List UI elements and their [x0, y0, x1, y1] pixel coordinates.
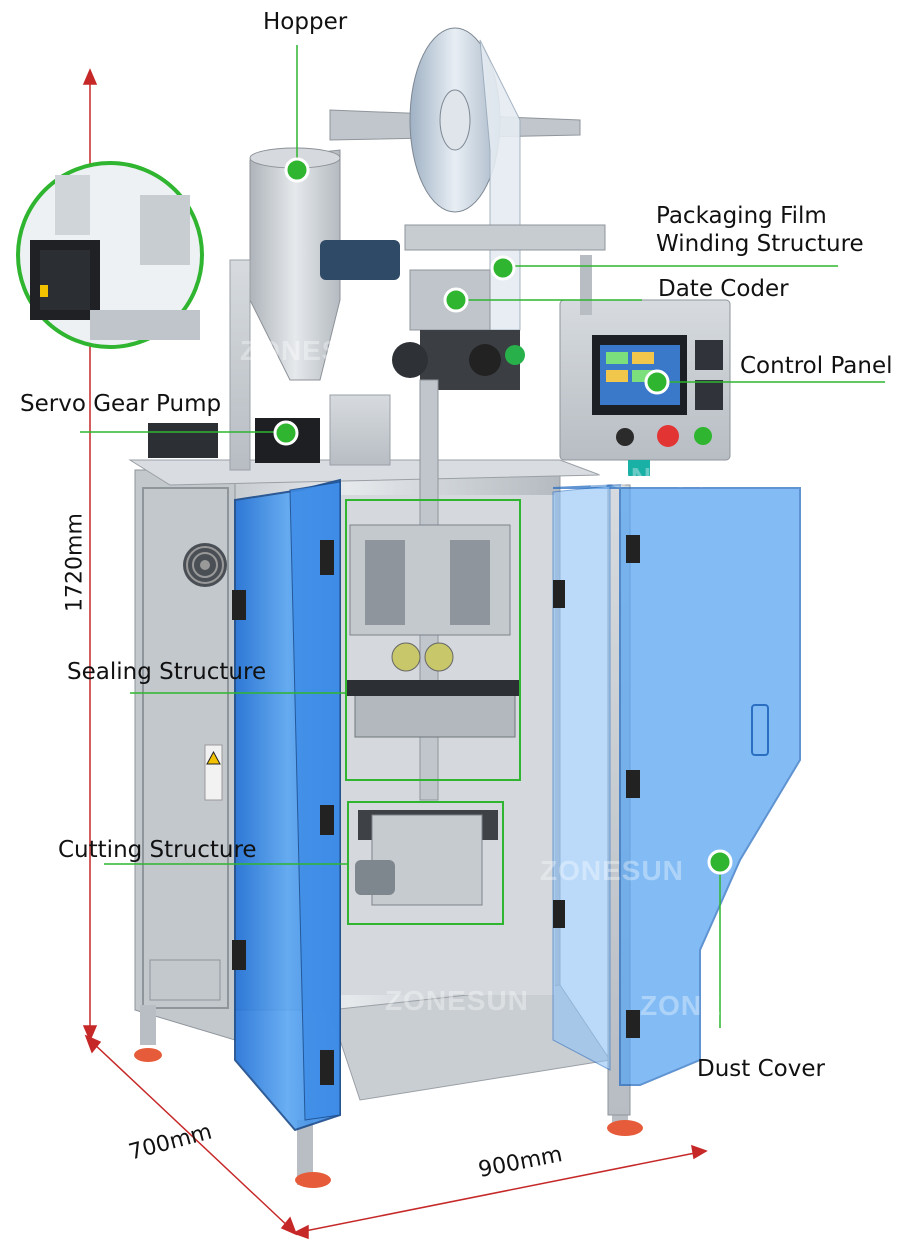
- fan-icon: [183, 543, 227, 587]
- label-packaging-film-line2: Winding Structure: [656, 231, 864, 257]
- callout-dot-icon: [644, 369, 670, 395]
- sealing-highlight-box: [345, 499, 521, 781]
- label-dust-cover: Dust Cover: [697, 1056, 825, 1082]
- label-hopper: Hopper: [263, 9, 348, 35]
- start-button-icon: [694, 427, 712, 445]
- hopper: [229, 147, 341, 471]
- label-date-coder: Date Coder: [658, 276, 789, 302]
- label-control-panel: Control Panel: [740, 353, 893, 379]
- callout-dot-icon: [490, 255, 516, 281]
- film-roll: [329, 27, 606, 331]
- label-servo-gear-pump: Servo Gear Pump: [20, 391, 222, 417]
- callout-dot-icon: [707, 849, 733, 875]
- label-sealing-structure: Sealing Structure: [67, 659, 267, 685]
- watermark: ZONESUN: [240, 335, 384, 366]
- depth-dimension-line: [84, 1034, 298, 1236]
- cutting-structure: [355, 810, 498, 906]
- callout-dot-icon: [443, 287, 469, 313]
- label-cutting-structure: Cutting Structure: [58, 837, 257, 863]
- selector-switch-icon: [616, 428, 634, 446]
- sealing-structure: [345, 524, 520, 738]
- width-dimension-line: [292, 1144, 708, 1240]
- stop-button-icon: [657, 425, 679, 447]
- height-dimension-label: 1720mm: [62, 513, 88, 612]
- cutting-highlight-box: [347, 801, 504, 925]
- callout-lines: [80, 45, 885, 1028]
- control-panel: [559, 255, 731, 476]
- callout-dot-icon: [284, 157, 310, 183]
- warning-icon: [204, 744, 223, 801]
- motor: [320, 240, 525, 390]
- inset-detail-circle: [16, 161, 204, 349]
- left-dust-cover-door: [232, 478, 341, 1132]
- watermark: ZONESUN: [590, 462, 734, 493]
- watermark: ZONESUN: [640, 990, 784, 1021]
- watermark: ZONESUN: [540, 855, 684, 886]
- callout-dot-icon: [273, 420, 299, 446]
- label-packaging-film-line1: Packaging Film: [656, 203, 827, 229]
- watermark: ZONESUN: [385, 985, 529, 1016]
- dust-cover: [552, 483, 801, 1086]
- callout-dots: [273, 157, 733, 875]
